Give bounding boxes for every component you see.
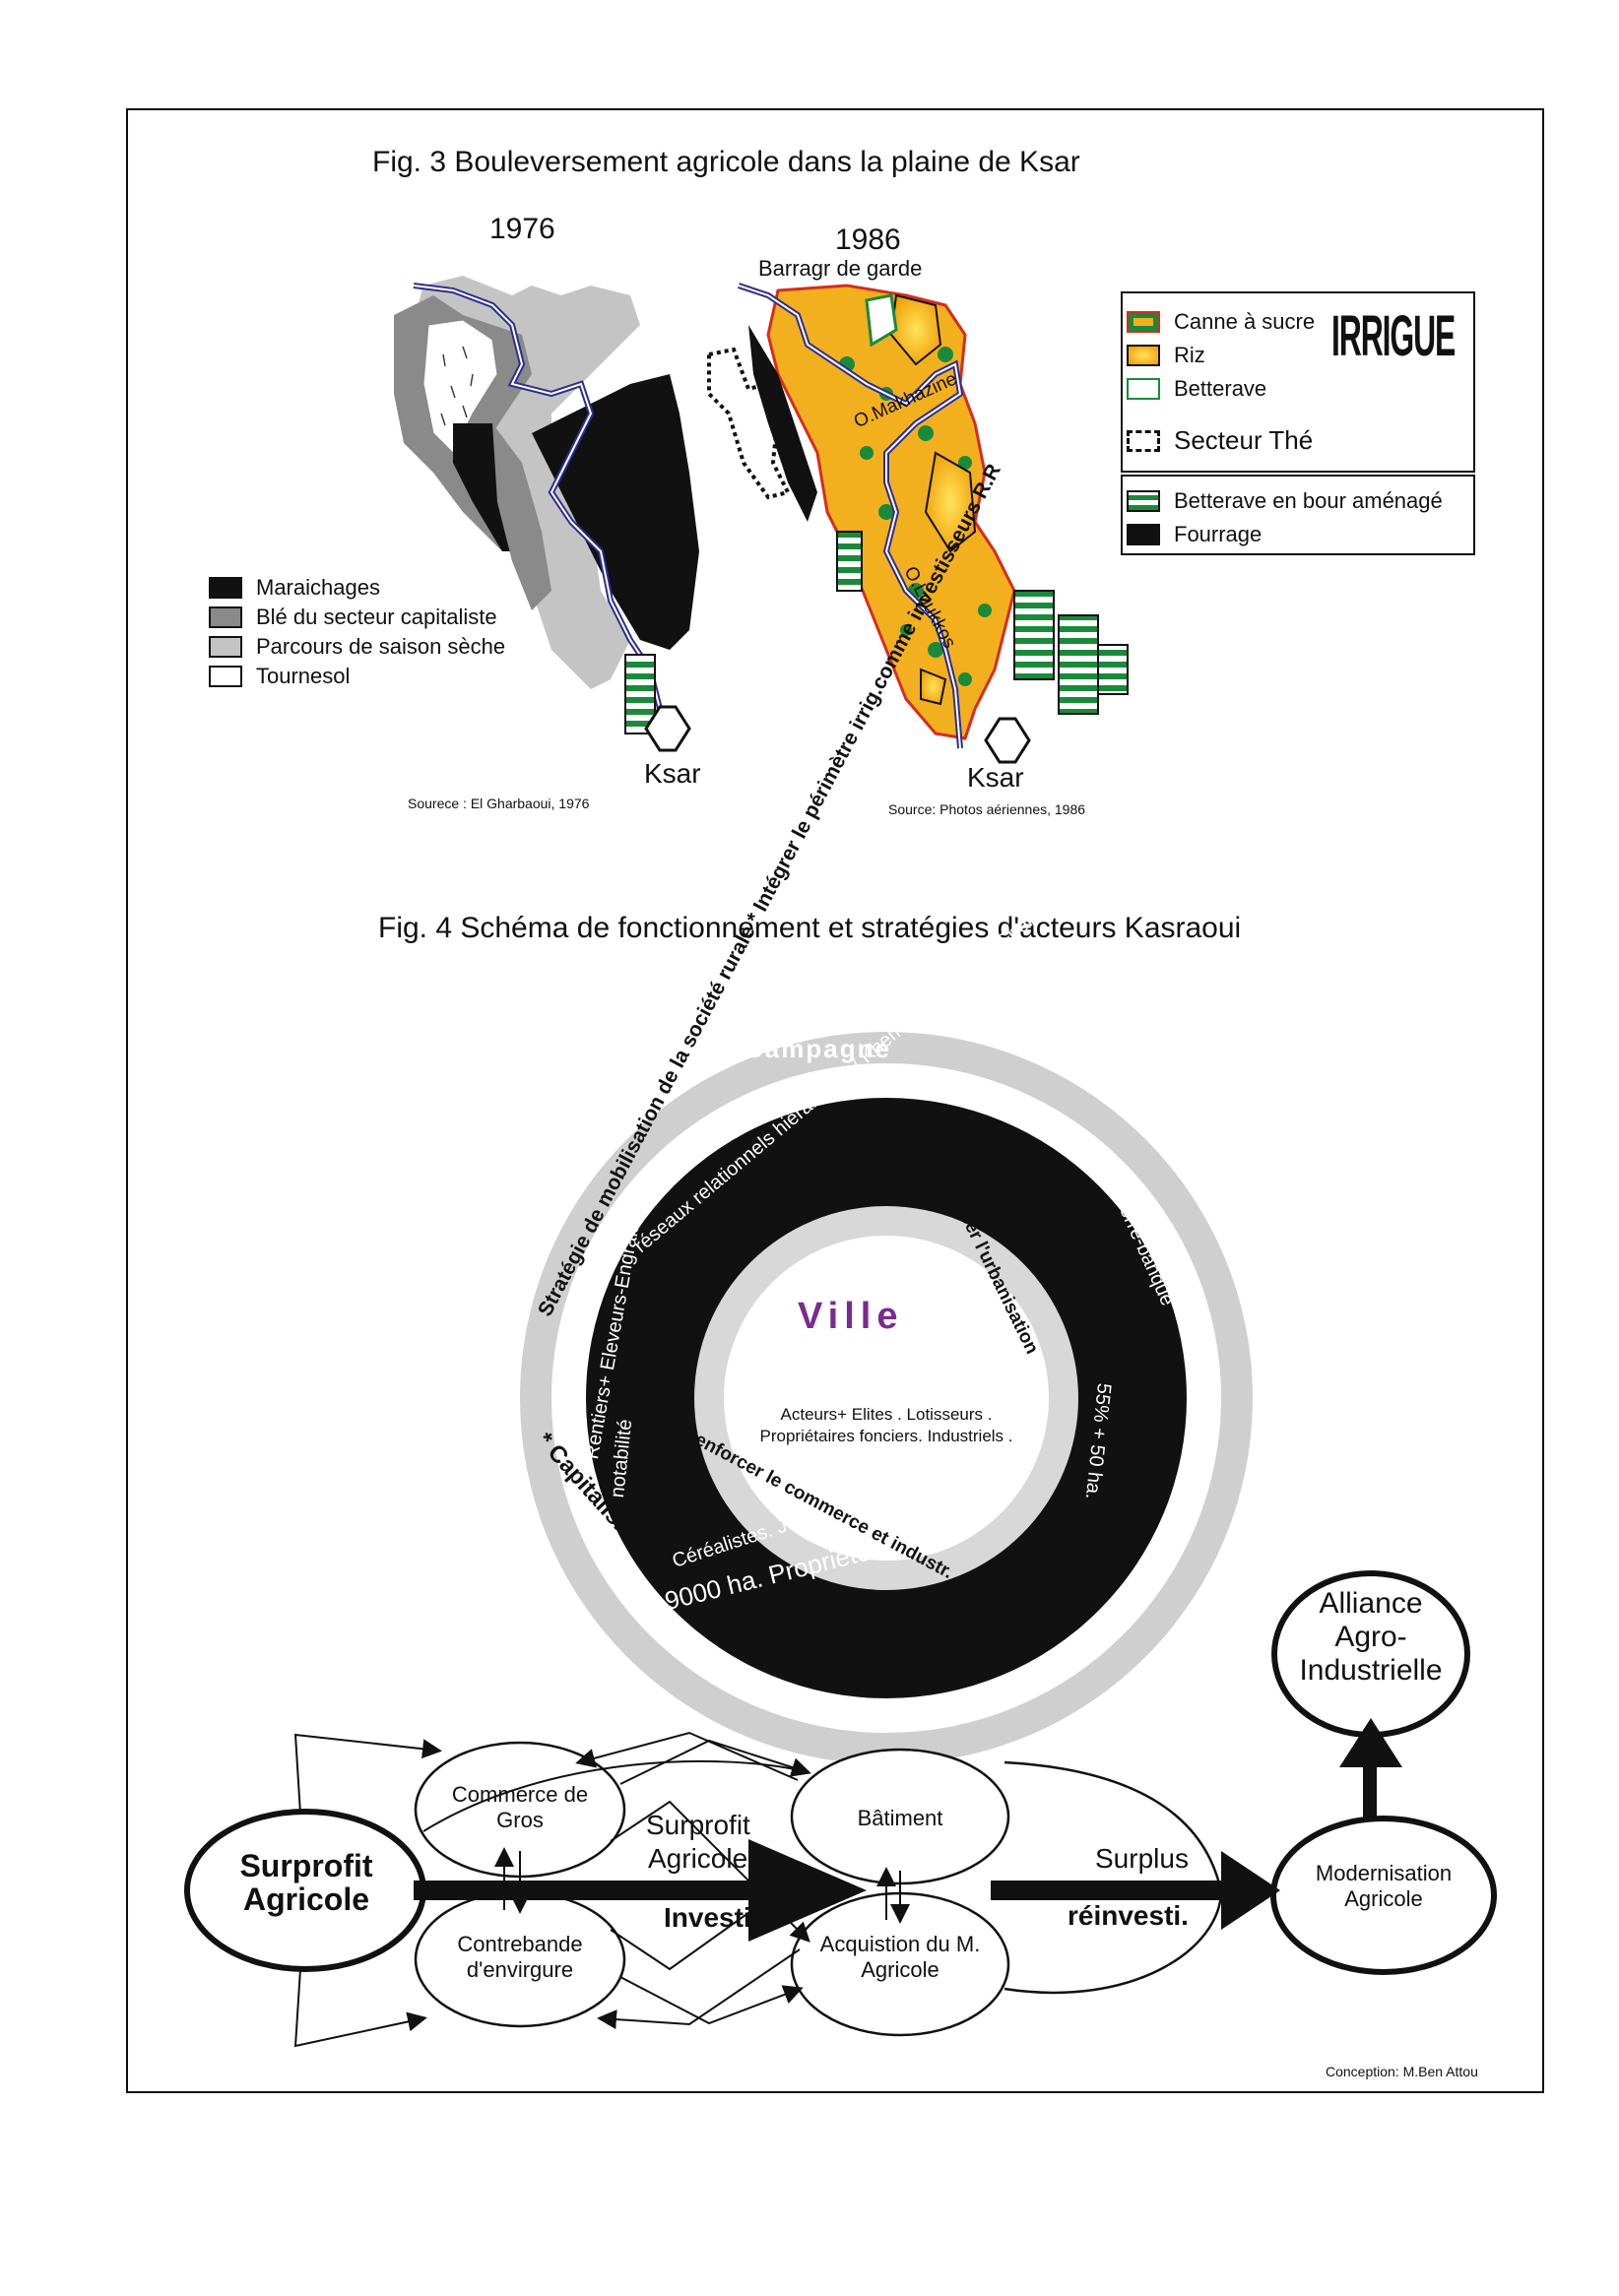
source-1976: Sourece : El Gharbaoui, 1976 xyxy=(408,796,590,811)
campagne-label: Campagne xyxy=(745,1034,891,1063)
betterave-irrigue xyxy=(865,293,898,348)
ble-strip xyxy=(492,423,551,610)
swatch-parcours xyxy=(209,636,242,658)
legend-item-betterave: Betterave xyxy=(1127,376,1266,402)
ville-label: Ville xyxy=(798,1296,904,1337)
swatch-the xyxy=(1127,429,1160,452)
tournesol-zone xyxy=(422,319,498,454)
swatch-ble xyxy=(209,606,242,628)
ksar-1986-label: Ksar xyxy=(967,762,1024,793)
arrow-label-surplus: Surplus xyxy=(1095,1843,1189,1874)
center-ring-text: Acteurs+ Elites . Lotisseurs . Propriéta… xyxy=(759,1405,1013,1445)
fig3-title: Fig. 3 Bouleversement agricole dans la p… xyxy=(372,146,1080,178)
batiment-node-label: Bâtiment xyxy=(857,1806,943,1830)
arrow-label-surprofit: Surprofit xyxy=(646,1810,750,1840)
alliance-node-label: Alliance Agro- Industrielle xyxy=(1299,1587,1443,1687)
riz-2 xyxy=(924,451,977,553)
swatch-betterave xyxy=(1127,378,1160,400)
legend-item-tournesol: Tournesol xyxy=(209,664,350,689)
swatch-bour xyxy=(1127,490,1160,512)
arrow-label-investi: Investi xyxy=(664,1902,751,1933)
center-circle xyxy=(724,1236,1049,1561)
ksar-1986-symbol xyxy=(984,717,1031,764)
betterave-bour-3 xyxy=(1097,644,1129,695)
legend-label: Betterave en bour aménagé xyxy=(1174,488,1443,513)
legend-bour-box xyxy=(1121,475,1475,555)
legend-label: Secteur Thé xyxy=(1174,425,1314,455)
ksar-1976-label: Ksar xyxy=(644,758,701,789)
legend-item-fourrage: Fourrage xyxy=(1127,522,1262,547)
swatch-riz xyxy=(1127,345,1160,366)
legend-item-the: Secteur Thé xyxy=(1127,425,1313,456)
legend-label: Fourrage xyxy=(1174,522,1263,546)
source-1986: Source: Photos aériennes, 1986 xyxy=(888,801,1086,817)
fig4-title: Fig. 4 Schéma de fonctionnement et strat… xyxy=(378,912,1242,944)
swatch-fourrage xyxy=(1127,524,1160,545)
commerce-node-label: Commerce de Gros xyxy=(451,1782,589,1832)
riz-3 xyxy=(920,668,947,706)
year-1976: 1976 xyxy=(489,213,555,245)
legend-item-canne: Canne à sucre xyxy=(1127,309,1315,335)
legend-item-maraichages: Maraichages xyxy=(209,575,380,601)
legend-label: Betterave xyxy=(1174,376,1267,401)
map-1976 xyxy=(394,276,699,752)
tournesol-marks xyxy=(440,346,474,426)
irrigue-title: IRRIGUE xyxy=(1331,304,1456,368)
legend-item-riz: Riz xyxy=(1127,343,1205,368)
legend-label: Tournesol xyxy=(256,664,351,688)
year-1986: 1986 xyxy=(835,223,901,256)
legend-item-ble: Blé du secteur capitaliste xyxy=(209,605,497,630)
arrow-label-agricole: Agricole xyxy=(648,1843,748,1874)
figure-frame xyxy=(126,108,1544,2093)
legend-label: Maraichages xyxy=(256,575,380,600)
legend-item-bour: Betterave en bour aménagé xyxy=(1127,488,1443,514)
legend-item-parcours: Parcours de saison sèche xyxy=(209,634,505,660)
node-modernisation xyxy=(1270,1816,1497,1975)
swatch-tournesol xyxy=(209,666,242,687)
legend-label: Canne à sucre xyxy=(1174,309,1316,334)
dam-label: Barragr de garde xyxy=(758,256,923,281)
map-1986 xyxy=(707,283,1129,764)
fourrage-strip xyxy=(748,325,817,522)
arrow-label-reinvesti: réinvesti. xyxy=(1068,1900,1189,1931)
modernisation-node-label: Modernisation Agricole xyxy=(1315,1861,1453,1911)
contrebande-node-label: Contrebande d'envirgure xyxy=(457,1932,583,1982)
ksar-1976-symbol xyxy=(644,705,691,752)
legend-label: Riz xyxy=(1174,343,1205,367)
credit: Conception: M.Ben Attou xyxy=(1326,2064,1478,2079)
surprofit-node-label: Surprofit Agricole xyxy=(239,1848,373,1917)
acquisition-node-label: Acquistion du M. Agricole xyxy=(819,1932,981,1982)
betterave-bour-2 xyxy=(1058,614,1099,715)
swatch-canne xyxy=(1127,311,1160,333)
betterave-bour-1 xyxy=(1013,590,1055,680)
legend-label: Blé du secteur capitaliste xyxy=(256,605,497,629)
legend-irrigue-box xyxy=(1121,291,1475,473)
swatch-maraichages xyxy=(209,577,242,599)
legend-label: Parcours de saison sèche xyxy=(256,634,506,659)
betterave-bour-4 xyxy=(836,531,863,592)
secteur-the xyxy=(707,347,791,500)
